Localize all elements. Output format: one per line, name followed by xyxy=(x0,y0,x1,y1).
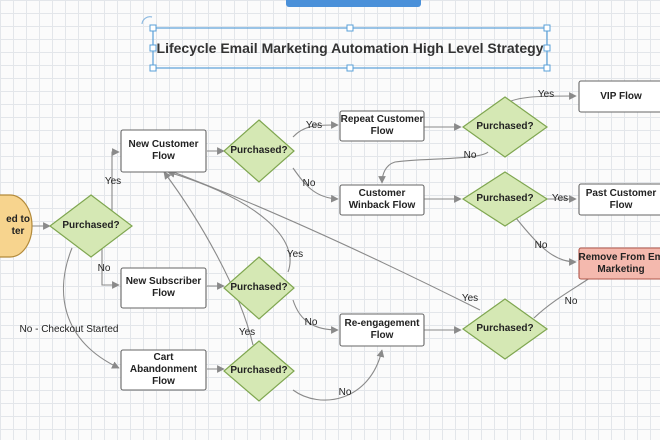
edge-yes-new-customer xyxy=(111,148,120,212)
box-vip[interactable] xyxy=(578,80,660,113)
edge-checkout-cart xyxy=(62,247,120,369)
box-new-customer[interactable] xyxy=(120,129,207,173)
decision-new-subscriber[interactable] xyxy=(223,256,295,320)
decision-cart[interactable] xyxy=(223,340,295,402)
edge-yes-repeat xyxy=(292,121,339,138)
decision-repeat[interactable] xyxy=(461,96,549,158)
edge-cart-no-reengagement xyxy=(292,349,385,401)
edge-no-remove xyxy=(515,217,577,266)
box-repeat-customer[interactable] xyxy=(339,110,425,142)
box-past-customer[interactable] xyxy=(578,183,660,216)
box-remove[interactable] xyxy=(578,247,660,280)
edge-reengagement-yes-loop xyxy=(167,168,481,311)
toolbar-tab[interactable] xyxy=(286,0,421,7)
edge-cart-yes-loop xyxy=(163,171,254,346)
box-customer-winback[interactable] xyxy=(339,184,425,216)
decision-new-customer[interactable] xyxy=(223,119,295,183)
box-cart-abandonment[interactable] xyxy=(120,349,207,391)
edges xyxy=(30,92,629,401)
edge-no-winback-loop xyxy=(378,151,489,184)
edge-subscriber-yes-loop xyxy=(167,170,291,273)
edge-yes-vip xyxy=(510,92,577,102)
title-selection[interactable] xyxy=(141,16,551,72)
edge-no-reengagement xyxy=(292,299,339,334)
box-new-subscriber[interactable] xyxy=(120,267,207,309)
box-reengagement[interactable] xyxy=(339,313,425,347)
decision-start[interactable] xyxy=(49,194,133,258)
decision-reengagement[interactable] xyxy=(461,298,549,360)
start-node[interactable] xyxy=(0,194,33,258)
decision-winback[interactable] xyxy=(461,171,549,227)
edge-no-new-subscriber xyxy=(101,245,120,289)
edge-no-winback xyxy=(292,167,339,203)
